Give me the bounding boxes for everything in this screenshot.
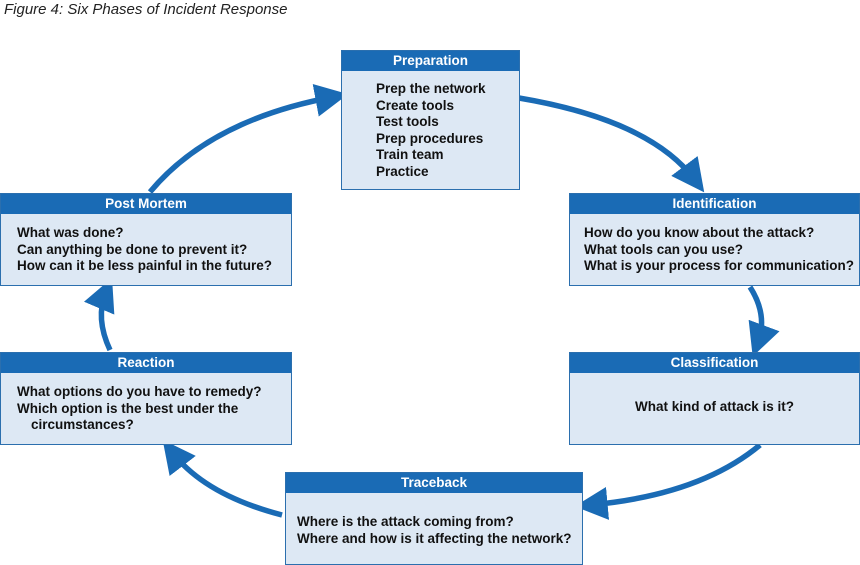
phase-title: Preparation <box>342 51 519 71</box>
phase-item: Create tools <box>376 97 455 113</box>
phase-item: Where and how is it affecting the networ… <box>297 530 572 546</box>
arrow-post-mortem-to-preparation <box>147 84 349 194</box>
phase-reaction: Reaction What options do you have to rem… <box>0 352 292 445</box>
phase-title: Identification <box>570 194 859 214</box>
arrow-reaction-to-post-mortem <box>83 277 115 352</box>
phase-title: Traceback <box>286 473 582 493</box>
arrow-identification-to-classification <box>747 285 780 357</box>
phase-classification: Classification What kind of attack is it… <box>569 352 860 445</box>
phase-item: Can anything be done to prevent it? <box>17 241 248 257</box>
phase-item: Where is the attack coming from? <box>297 514 514 529</box>
phase-item: What options do you have to remedy? <box>17 384 262 399</box>
phase-items: Prep the network Create tools Test tools… <box>342 71 519 180</box>
phase-title: Post Mortem <box>1 194 291 214</box>
phase-item: Test tools <box>376 114 439 129</box>
figure-title: Figure 4: Six Phases of Incident Respons… <box>4 1 288 18</box>
phase-item: What tools can you use? <box>584 241 744 257</box>
phase-title: Reaction <box>1 353 291 373</box>
arrow-traceback-to-reaction <box>162 439 283 518</box>
phase-items: How do you know about the attack? What t… <box>570 214 859 275</box>
phase-title: Classification <box>570 353 859 373</box>
phase-item: What was done? <box>17 225 124 240</box>
phase-identification: Identification How do you know about the… <box>569 193 860 286</box>
phase-traceback: Traceback Where is the attack coming fro… <box>285 472 583 565</box>
phase-items: What was done? Can anything be done to p… <box>1 214 291 275</box>
phase-preparation: Preparation Prep the network Create tool… <box>341 50 520 190</box>
phase-item: What is your process for communication? <box>584 258 855 273</box>
phase-item: How do you know about the attack? <box>584 225 815 240</box>
phase-item: circumstances? <box>31 417 134 432</box>
phase-item: Practice <box>376 163 429 179</box>
phase-item: How can it be less painful in the future… <box>17 258 273 273</box>
phase-item: What kind of attack is it? <box>634 399 794 414</box>
phase-item: Prep procedures <box>376 130 484 146</box>
phase-item: Which option is the best under the <box>17 400 239 416</box>
phase-items: What kind of attack is it? <box>570 373 859 416</box>
arrow-preparation-to-identification <box>518 95 705 193</box>
phase-item: Train team <box>376 147 444 162</box>
arrow-classification-to-traceback <box>574 442 762 520</box>
phase-items: Where is the attack coming from? Where a… <box>286 493 582 547</box>
phase-item: Prep the network <box>376 81 486 96</box>
phase-post-mortem: Post Mortem What was done? Can anything … <box>0 193 292 286</box>
phase-items: What options do you have to remedy? Whic… <box>1 373 291 434</box>
